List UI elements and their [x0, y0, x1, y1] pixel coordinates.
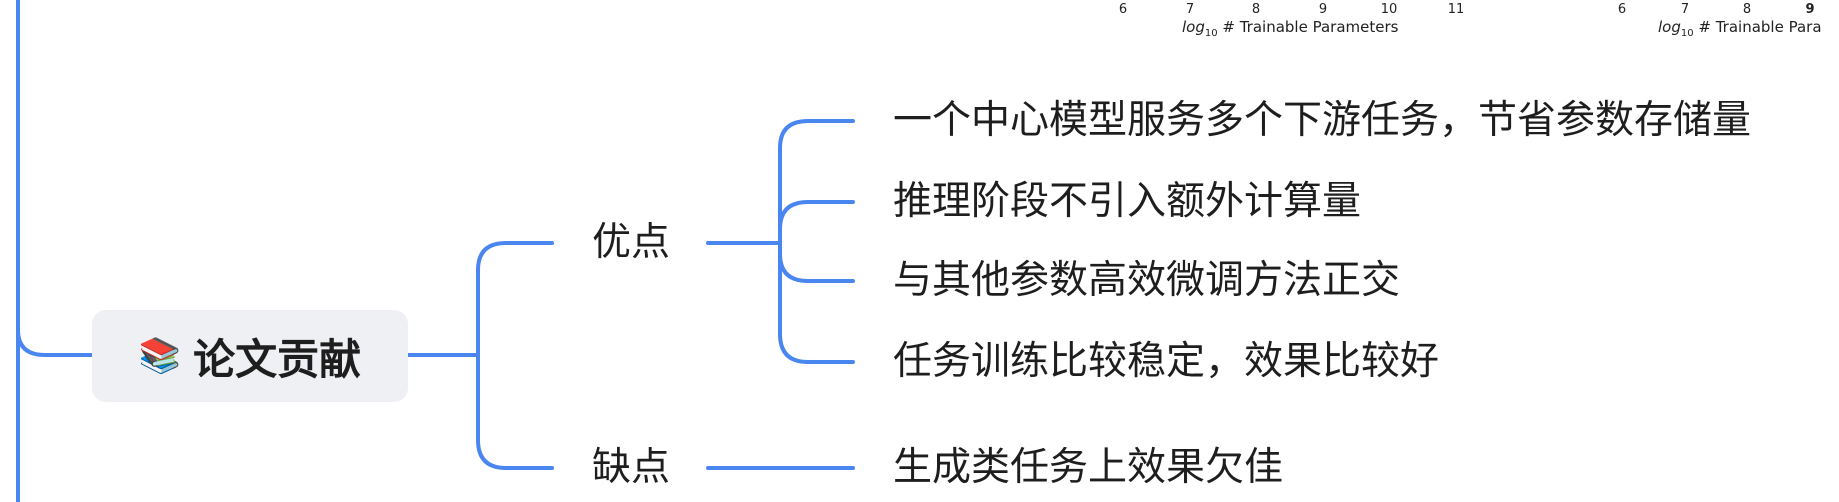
axis-tick: 7: [1680, 2, 1690, 17]
books-icon: 📚: [138, 336, 182, 376]
leaf-connector-2: [778, 241, 855, 283]
axis-tick: 9: [1318, 2, 1328, 17]
branch-node-cons[interactable]: 缺点: [592, 445, 671, 490]
axis-strip-left: 6 7 8 9 10 11 log10 # Trainable Paramete…: [1080, 0, 1500, 40]
branch-connector-cons: [476, 353, 554, 470]
axis-tick: 11: [1447, 2, 1465, 17]
axis-tick: 6: [1617, 2, 1627, 17]
leaf-connector-0: [778, 119, 855, 245]
axis-label: log10 # Trainable Parameters: [1182, 18, 1399, 39]
leaf-node[interactable]: 与其他参数高效微调方法正交: [893, 258, 1401, 303]
axis-tick: 8: [1251, 2, 1261, 17]
branch-node-pros[interactable]: 优点: [592, 220, 671, 265]
leaf-connector-3: [778, 241, 855, 364]
leaf-connector-1: [778, 200, 855, 245]
axis-strip-right: 6 7 8 9 log10 # Trainable Para: [1580, 0, 1839, 40]
axis-tick: 9: [1805, 2, 1815, 17]
leaf-node[interactable]: 推理阶段不引入额外计算量: [893, 179, 1362, 224]
axis-label: log10 # Trainable Para: [1658, 18, 1822, 39]
leaf-node[interactable]: 一个中心模型服务多个下游任务，节省参数存储量: [893, 98, 1752, 143]
axis-tick: 10: [1380, 2, 1398, 17]
axis-tick: 8: [1742, 2, 1752, 17]
branch-connector-pros: [476, 241, 554, 357]
leaf-node[interactable]: 生成类任务上效果欠佳: [893, 445, 1284, 490]
axis-tick: 6: [1118, 2, 1128, 17]
axis-tick: 7: [1185, 2, 1195, 17]
trunk-to-root: [16, 328, 94, 357]
root-label: 论文贡献: [193, 334, 362, 384]
leaf-node[interactable]: 任务训练比较稳定，效果比较好: [893, 339, 1440, 384]
root-node[interactable]: 📚 论文贡献: [92, 310, 408, 402]
connector-group: [16, 0, 855, 502]
